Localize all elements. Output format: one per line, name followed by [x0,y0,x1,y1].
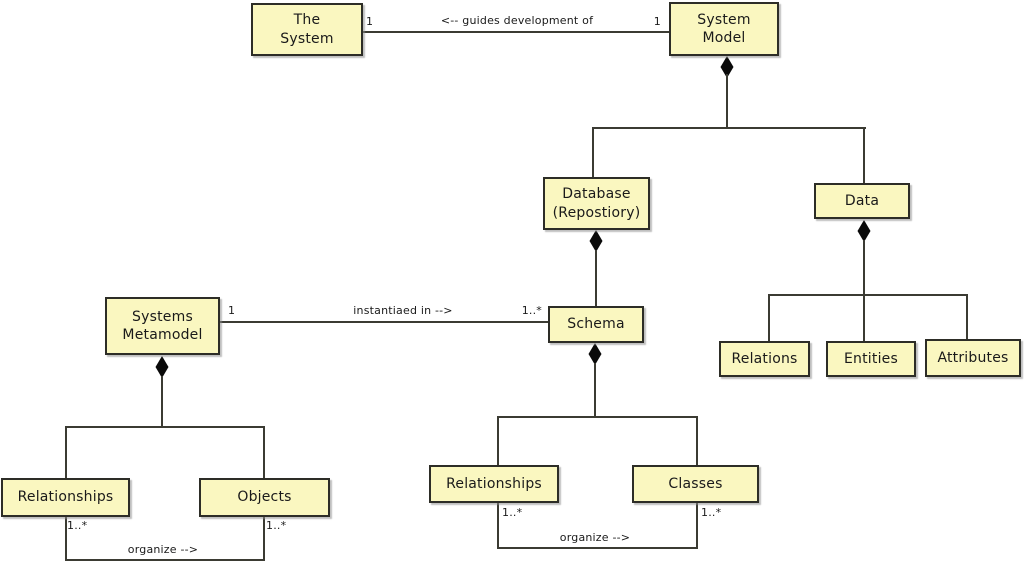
edge-classes-down [696,503,698,549]
node-data: Data [814,183,910,219]
node-schema-label: Schema [567,316,625,333]
edge-to-entities [863,294,865,341]
instantiated-association-label: instantiaed in --> [353,304,453,317]
edge-guides-line [363,31,669,33]
node-attributes-label: Attributes [937,349,1009,366]
node-systems-metamodel-label: Systems Metamodel [122,308,203,343]
guides-association-label: <-- guides development of [440,14,594,27]
edge-system-model-stem [726,74,728,129]
edge-to-relationships-left [65,426,67,478]
organize-left-label: organize --> [127,543,199,556]
composition-diamond-data [857,220,871,242]
edge-to-data [863,127,865,183]
node-system-model-label: System Model [697,11,751,46]
edge-to-relations [768,294,770,341]
instantiated-source-multiplicity: 1 [228,304,236,317]
edge-relationships-mid-down [497,503,499,549]
composition-diamond-database [589,230,603,252]
edge-to-attributes [966,294,968,341]
node-relationships-mid-label: Relationships [446,475,542,492]
node-data-label: Data [844,192,880,209]
edge-schema-branch [497,416,698,418]
node-the-system: The System [251,3,363,56]
classes-multiplicity: 1..* [701,506,722,519]
node-entities: Entities [826,341,916,377]
relationships-left-multiplicity: 1..* [67,519,88,532]
node-attributes: Attributes [925,339,1021,377]
node-objects-label: Objects [237,489,292,506]
edge-instantiated-line [220,321,548,323]
node-database-repository: Database (Repostiory) [543,177,650,230]
relationships-mid-multiplicity: 1..* [502,506,523,519]
node-database-repository-label: Database (Repostiory) [552,186,641,221]
node-relationships-mid: Relationships [429,465,559,503]
composition-diamond-system-model [720,56,734,78]
guides-source-multiplicity: 1 [366,15,374,28]
edge-organize-mid-line [497,547,698,549]
edge-data-stem [863,240,865,296]
node-classes-label: Classes [668,475,723,492]
guides-target-multiplicity: 1 [653,15,661,28]
edge-database-schema [595,250,597,306]
instantiated-target-multiplicity: 1..* [521,304,542,317]
edge-systems-metamodel-stem [161,376,163,428]
node-entities-label: Entities [844,350,898,367]
edge-to-objects [263,426,265,478]
edge-system-model-branch [592,127,866,129]
edge-organize-left-line [65,559,265,561]
node-relations-label: Relations [731,350,798,367]
edge-schema-stem [594,363,596,417]
node-the-system-label: The System [280,12,334,47]
node-schema: Schema [548,306,644,343]
composition-diamond-systems-metamodel [155,356,169,378]
node-classes: Classes [632,465,759,503]
node-relations: Relations [719,341,810,377]
edge-relationships-left-down [65,517,67,561]
node-relationships-left-label: Relationships [17,489,114,506]
edge-data-branch [768,294,968,296]
objects-multiplicity: 1..* [266,519,287,532]
organize-mid-label: organize --> [559,531,631,544]
edge-to-classes [696,416,698,465]
composition-diamond-schema [588,343,602,365]
node-systems-metamodel: Systems Metamodel [105,297,220,355]
edge-objects-down [263,517,265,561]
node-relationships-left: Relationships [1,478,130,517]
edge-systems-metamodel-branch [65,426,265,428]
node-system-model: System Model [669,2,779,56]
edge-to-database [592,127,594,177]
node-objects: Objects [199,478,330,517]
edge-to-relationships-mid [497,416,499,465]
